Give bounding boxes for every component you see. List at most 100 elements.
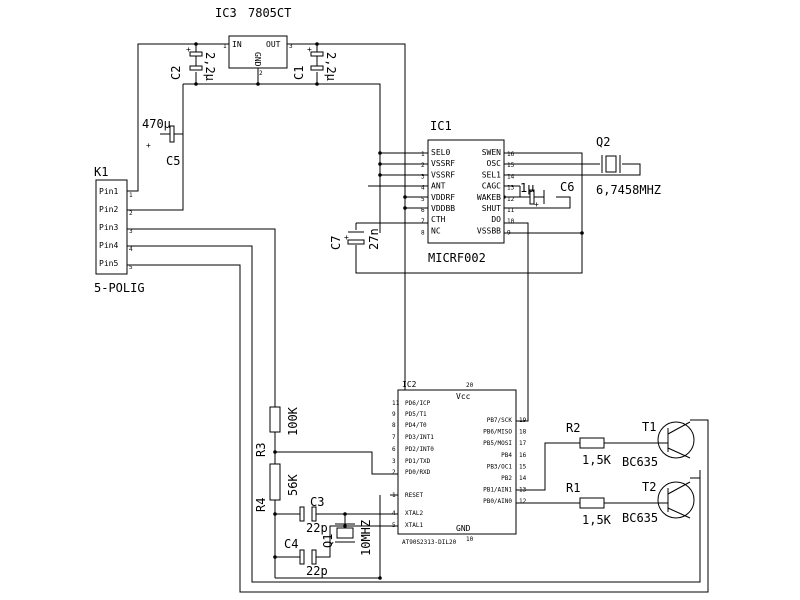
ic2-pin-name: RESET (405, 492, 423, 499)
ic1-pin-number: 10 (507, 218, 515, 225)
ic1-pin-name: VSSRF (431, 170, 455, 179)
ic3-body (228, 35, 288, 69)
ic2-pin-name: PD1/TXD (405, 458, 431, 465)
c6-ref: C6 (560, 180, 574, 194)
c4-value: 22p (306, 564, 328, 578)
ic2-pin-number: 18 (519, 429, 527, 436)
ic2-pin-name: PD0/RXD (405, 469, 431, 476)
ic1-pin-number: 13 (507, 185, 515, 192)
c5-value: 470µ (142, 117, 171, 131)
ic2-pin-number: 17 (519, 440, 527, 447)
k1-pin-number: 4 (129, 246, 133, 253)
ic2-pin-number: 12 (519, 498, 527, 505)
ic1-pin-name: VDDRF (431, 193, 455, 202)
ic1-pin-number: 15 (507, 162, 515, 169)
k1-pin-number: 5 (129, 264, 133, 271)
ic1-pin-number: 7 (421, 218, 425, 225)
c6-plus: + (534, 200, 539, 209)
resistor-r2: R2 1,5K (566, 421, 612, 467)
ic2-pin-name: PD3/INT1 (405, 434, 434, 441)
ic2-gnd: GND (456, 524, 471, 533)
capacitor-c7: C7 27n + (329, 228, 381, 250)
c1-value: 2,2µ (324, 52, 338, 81)
crystal-q1: Q1 10MHZ (321, 520, 373, 556)
k1-pin-label: Pin3 (99, 223, 118, 232)
t1-ref: T1 (642, 420, 656, 434)
ic2-gnd-num: 10 (466, 536, 474, 543)
c5-ref: C5 (166, 154, 180, 168)
ic1-pin-name: OSC (487, 159, 502, 168)
ic1-pin-number: 1 (421, 151, 425, 158)
capacitor-c5: 470µ C5 + (142, 117, 184, 168)
c7-ref: C7 (329, 236, 343, 250)
c1-plus: + (307, 45, 312, 54)
ic1-pin-number: 11 (507, 207, 515, 214)
resistor-r4: R4 56K (254, 463, 300, 512)
ic2-pin-number: 9 (392, 411, 396, 418)
ic2-pin-number: 11 (392, 400, 400, 407)
ic1-pin-number: 4 (421, 185, 425, 192)
ic1-pin-number: 6 (421, 207, 425, 214)
transistor-t2: T2 BC635 (622, 480, 695, 525)
t1-part: BC635 (622, 455, 658, 469)
ic1-pin-number: 14 (507, 173, 515, 180)
k1-pin-number: 1 (129, 192, 133, 199)
ic2-pin-name: PB6/MISO (483, 429, 512, 436)
c3-value: 22p (306, 521, 328, 535)
ic3-pin-out-num: 3 (289, 43, 293, 50)
ic2-pin-number: 2 (392, 469, 396, 476)
ic1-pin-name: VSSRF (431, 159, 455, 168)
r1-ref: R1 (566, 481, 580, 495)
c2-plus: + (186, 45, 191, 54)
q2-value: 6,7458MHZ (596, 183, 661, 197)
ic3-pin-in-num: 1 (223, 43, 227, 50)
r4-ref: R4 (254, 498, 268, 512)
c5-plus: + (146, 141, 151, 150)
r2-value: 1,5K (582, 453, 612, 467)
ic1-micrf002: IC1 MICRF002 SEL01VSSRF2VSSRF3ANT4VDDRF5… (421, 119, 515, 265)
c6-value: 1µ (520, 181, 534, 195)
ic2-pin-number: 19 (519, 417, 527, 424)
r3-value: 100K (286, 406, 300, 436)
ic2-pin-number: 16 (519, 452, 527, 459)
c1-ref: C1 (292, 66, 306, 80)
ic3-ref: IC3 (215, 6, 237, 20)
ic1-pin-number: 9 (507, 229, 511, 236)
ic1-pin-number: 12 (507, 196, 515, 203)
ic3-pin-gnd: GND (253, 52, 262, 67)
ic2-pin-number: 14 (519, 475, 527, 482)
resistor-r3: R3 100K (254, 406, 300, 457)
ic1-pin-number: 2 (421, 162, 425, 169)
ic2-pin-number: 7 (392, 434, 396, 441)
ic1-pin-name: SEL1 (482, 170, 501, 179)
c7-value: 27n (367, 228, 381, 250)
ic1-pin-name: VDDBB (431, 204, 455, 213)
ic1-ref: IC1 (430, 119, 452, 133)
k1-pin-number: 3 (129, 228, 133, 235)
t2-part: BC635 (622, 511, 658, 525)
ic1-pin-number: 5 (421, 196, 425, 203)
ic1-pin-name: NC (431, 226, 441, 235)
capacitor-c3: C3 22p (299, 495, 328, 535)
ic1-pin-number: 3 (421, 173, 425, 180)
ic1-part: MICRF002 (428, 251, 486, 265)
ic1-pin-name: SHUT (482, 204, 501, 213)
ic2-pin-number: 3 (392, 458, 396, 465)
resistor-r1: R1 1,5K (566, 481, 612, 527)
ic2-pin-number: 6 (392, 446, 396, 453)
ic3-regulator: IC3 7805CT IN OUT GND 1 3 2 (215, 6, 293, 77)
r4-value: 56K (286, 474, 300, 496)
ic2-vcc: Vcc (456, 392, 471, 401)
k1-pin-label: Pin1 (99, 187, 118, 196)
r3-ref: R3 (254, 443, 268, 457)
ic2-pin-name: PB5/MOSI (483, 440, 512, 447)
ic1-pin-name: CTH (431, 215, 446, 224)
ic3-pin-out: OUT (266, 40, 281, 49)
ic2-pin-name: XTAL1 (405, 522, 423, 529)
ic1-pin-name: VSSBB (477, 226, 501, 235)
ic1-pin-number: 16 (507, 151, 515, 158)
r1-value: 1,5K (582, 513, 612, 527)
k1-pin-label: Pin4 (99, 241, 118, 250)
